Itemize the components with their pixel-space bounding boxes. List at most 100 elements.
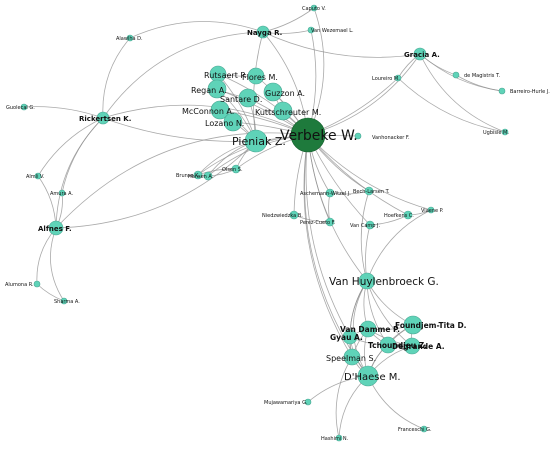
label-barreiro: Barreiro-Hurle J. — [510, 89, 550, 95]
edge-rickertsen-pieniak — [102, 117, 257, 142]
node-gyau[interactable] — [342, 329, 358, 345]
node-rickertsen[interactable] — [96, 111, 110, 125]
node-verbeke[interactable] — [290, 117, 326, 153]
edge-bechlarsen-vanhuylenbroeck — [360, 190, 370, 282]
node-amura[interactable] — [58, 189, 66, 197]
label-dhaese: D'Haese M. — [344, 372, 401, 383]
label-kuttschreuter: Kuttschreuter M. — [255, 108, 321, 117]
node-brunso[interactable] — [193, 170, 203, 180]
label-brunso: Brunsø K. — [176, 173, 200, 179]
edge-viaene-vanhuylenbroeck — [366, 209, 432, 282]
node-kuttschreuter[interactable] — [273, 101, 293, 121]
edge-verbeke-gyau — [305, 134, 351, 338]
label-viaene: Viaene P. — [421, 208, 444, 214]
node-perezcueto[interactable] — [325, 217, 335, 227]
node-hansen[interactable] — [203, 171, 213, 181]
label-rutsaert: Rutsaert P. — [204, 71, 247, 80]
label-franceschi: Franceschi G. — [398, 427, 432, 433]
node-degrande[interactable] — [403, 337, 421, 355]
node-franceschi[interactable] — [420, 425, 428, 433]
node-olsen[interactable] — [231, 164, 241, 174]
node-capuss[interactable] — [310, 4, 318, 12]
node-mujawamariya[interactable] — [304, 398, 312, 406]
label-tchoundjeu: Tchoundjeu Z. — [368, 341, 427, 350]
node-vanhuylenbroeck[interactable] — [358, 272, 376, 290]
edge-rickertsen-alfnes — [55, 117, 104, 229]
node-guzzon[interactable] — [263, 82, 283, 102]
node-lozano[interactable] — [223, 112, 243, 132]
node-tchoundjeu[interactable] — [379, 336, 397, 354]
label-capuss: Caputo V. — [302, 6, 326, 12]
edge-alawlha-rickertsen — [102, 37, 131, 119]
edge-vanhuylenbroeck-dhaese — [352, 280, 369, 377]
node-hashimi[interactable] — [335, 434, 343, 442]
node-ugbisie[interactable] — [501, 128, 509, 136]
label-niedzwiedzka: Niedzwiedzka B. — [262, 213, 303, 219]
label-alumona: Alumona R. — [5, 282, 34, 288]
edge-verbeke-alfnes — [55, 132, 309, 229]
node-almli[interactable] — [34, 172, 42, 180]
label-lozano: Lozano N. — [205, 119, 244, 128]
node-sharma[interactable] — [60, 297, 68, 305]
node-mcconnon[interactable] — [210, 100, 230, 120]
node-viaene[interactable] — [427, 206, 435, 214]
node-pieniak[interactable] — [244, 129, 268, 153]
label-speelman: Speelman S. — [326, 354, 376, 363]
label-vancamp: Van Camp J. — [350, 223, 381, 229]
label-vanhuylenbroeck: Van Huylenbroeck G. — [329, 276, 439, 288]
edge-alfnes-pieniak — [55, 140, 257, 229]
label-hansen: Hansen A. — [188, 174, 214, 180]
edge-alfnes-sharma — [50, 227, 65, 302]
edge-nayga-pieniak — [253, 31, 264, 142]
node-gracia[interactable] — [413, 47, 427, 61]
node-vanhonacker[interactable] — [354, 132, 362, 140]
node-niedzwiedzka[interactable] — [289, 210, 299, 220]
label-demagistris: de Magistris T. — [464, 73, 500, 79]
network-nodes — [20, 4, 509, 442]
label-foundjem: Foundjem-Tita D. — [395, 321, 467, 330]
node-vancamp[interactable] — [365, 220, 375, 230]
node-nayga[interactable] — [256, 25, 270, 39]
edge-verbeke-rickertsen — [102, 104, 309, 136]
node-regan[interactable] — [207, 79, 227, 99]
label-vanwezemael: Van Wezemael L. — [311, 28, 354, 34]
node-guolecal[interactable] — [20, 103, 28, 111]
node-fores[interactable] — [247, 67, 265, 85]
label-gyau: Gyau A. — [330, 333, 363, 342]
node-vanwezemael[interactable] — [307, 26, 315, 34]
label-mujawamariya: Mujawamariya G. — [264, 400, 308, 406]
node-aschemann[interactable] — [325, 188, 335, 198]
label-pieniak: Pieniak Z. — [232, 135, 286, 148]
node-bechlarsen[interactable] — [364, 186, 374, 196]
node-lusk[interactable] — [394, 74, 402, 82]
label-rickertsen: Rickertsen K. — [79, 115, 131, 123]
label-vanhonacker: Vanhonacker F. — [372, 135, 410, 141]
node-speelman[interactable] — [343, 348, 361, 366]
label-olsen: Olsen S. — [222, 167, 243, 173]
edge-rickertsen-guolecal — [23, 106, 104, 119]
label-vandamme: Van Damme P. — [340, 325, 400, 334]
node-alfnes[interactable] — [48, 220, 64, 236]
node-alawlha[interactable] — [126, 34, 134, 42]
node-alumona[interactable] — [33, 280, 41, 288]
edge-verbeke-speelman — [303, 134, 353, 358]
node-barreiro[interactable] — [498, 87, 506, 95]
node-dhaese[interactable] — [357, 365, 379, 387]
label-sharma: Sharma A. — [54, 299, 80, 305]
node-santare[interactable] — [238, 88, 258, 108]
edge-nayga-gracia — [262, 31, 421, 58]
node-vandamme[interactable] — [359, 320, 377, 338]
label-bechlarsen: Bech-Larsen T. — [353, 189, 390, 195]
label-alfnes: Alfnes F. — [38, 225, 72, 233]
label-mcconnon: McConnon A. — [182, 107, 234, 116]
label-verbeke: Verbeke W. — [280, 128, 358, 144]
node-hoefkens[interactable] — [403, 210, 413, 220]
label-santare: Santare D. — [220, 95, 262, 104]
node-foundjem[interactable] — [403, 315, 423, 335]
label-perezcueto: Perez-Cueto F. — [300, 220, 336, 226]
label-amura: Amura A. — [50, 191, 74, 197]
label-nayga: Nayga R. — [247, 29, 282, 37]
node-demagistris[interactable] — [452, 71, 460, 79]
